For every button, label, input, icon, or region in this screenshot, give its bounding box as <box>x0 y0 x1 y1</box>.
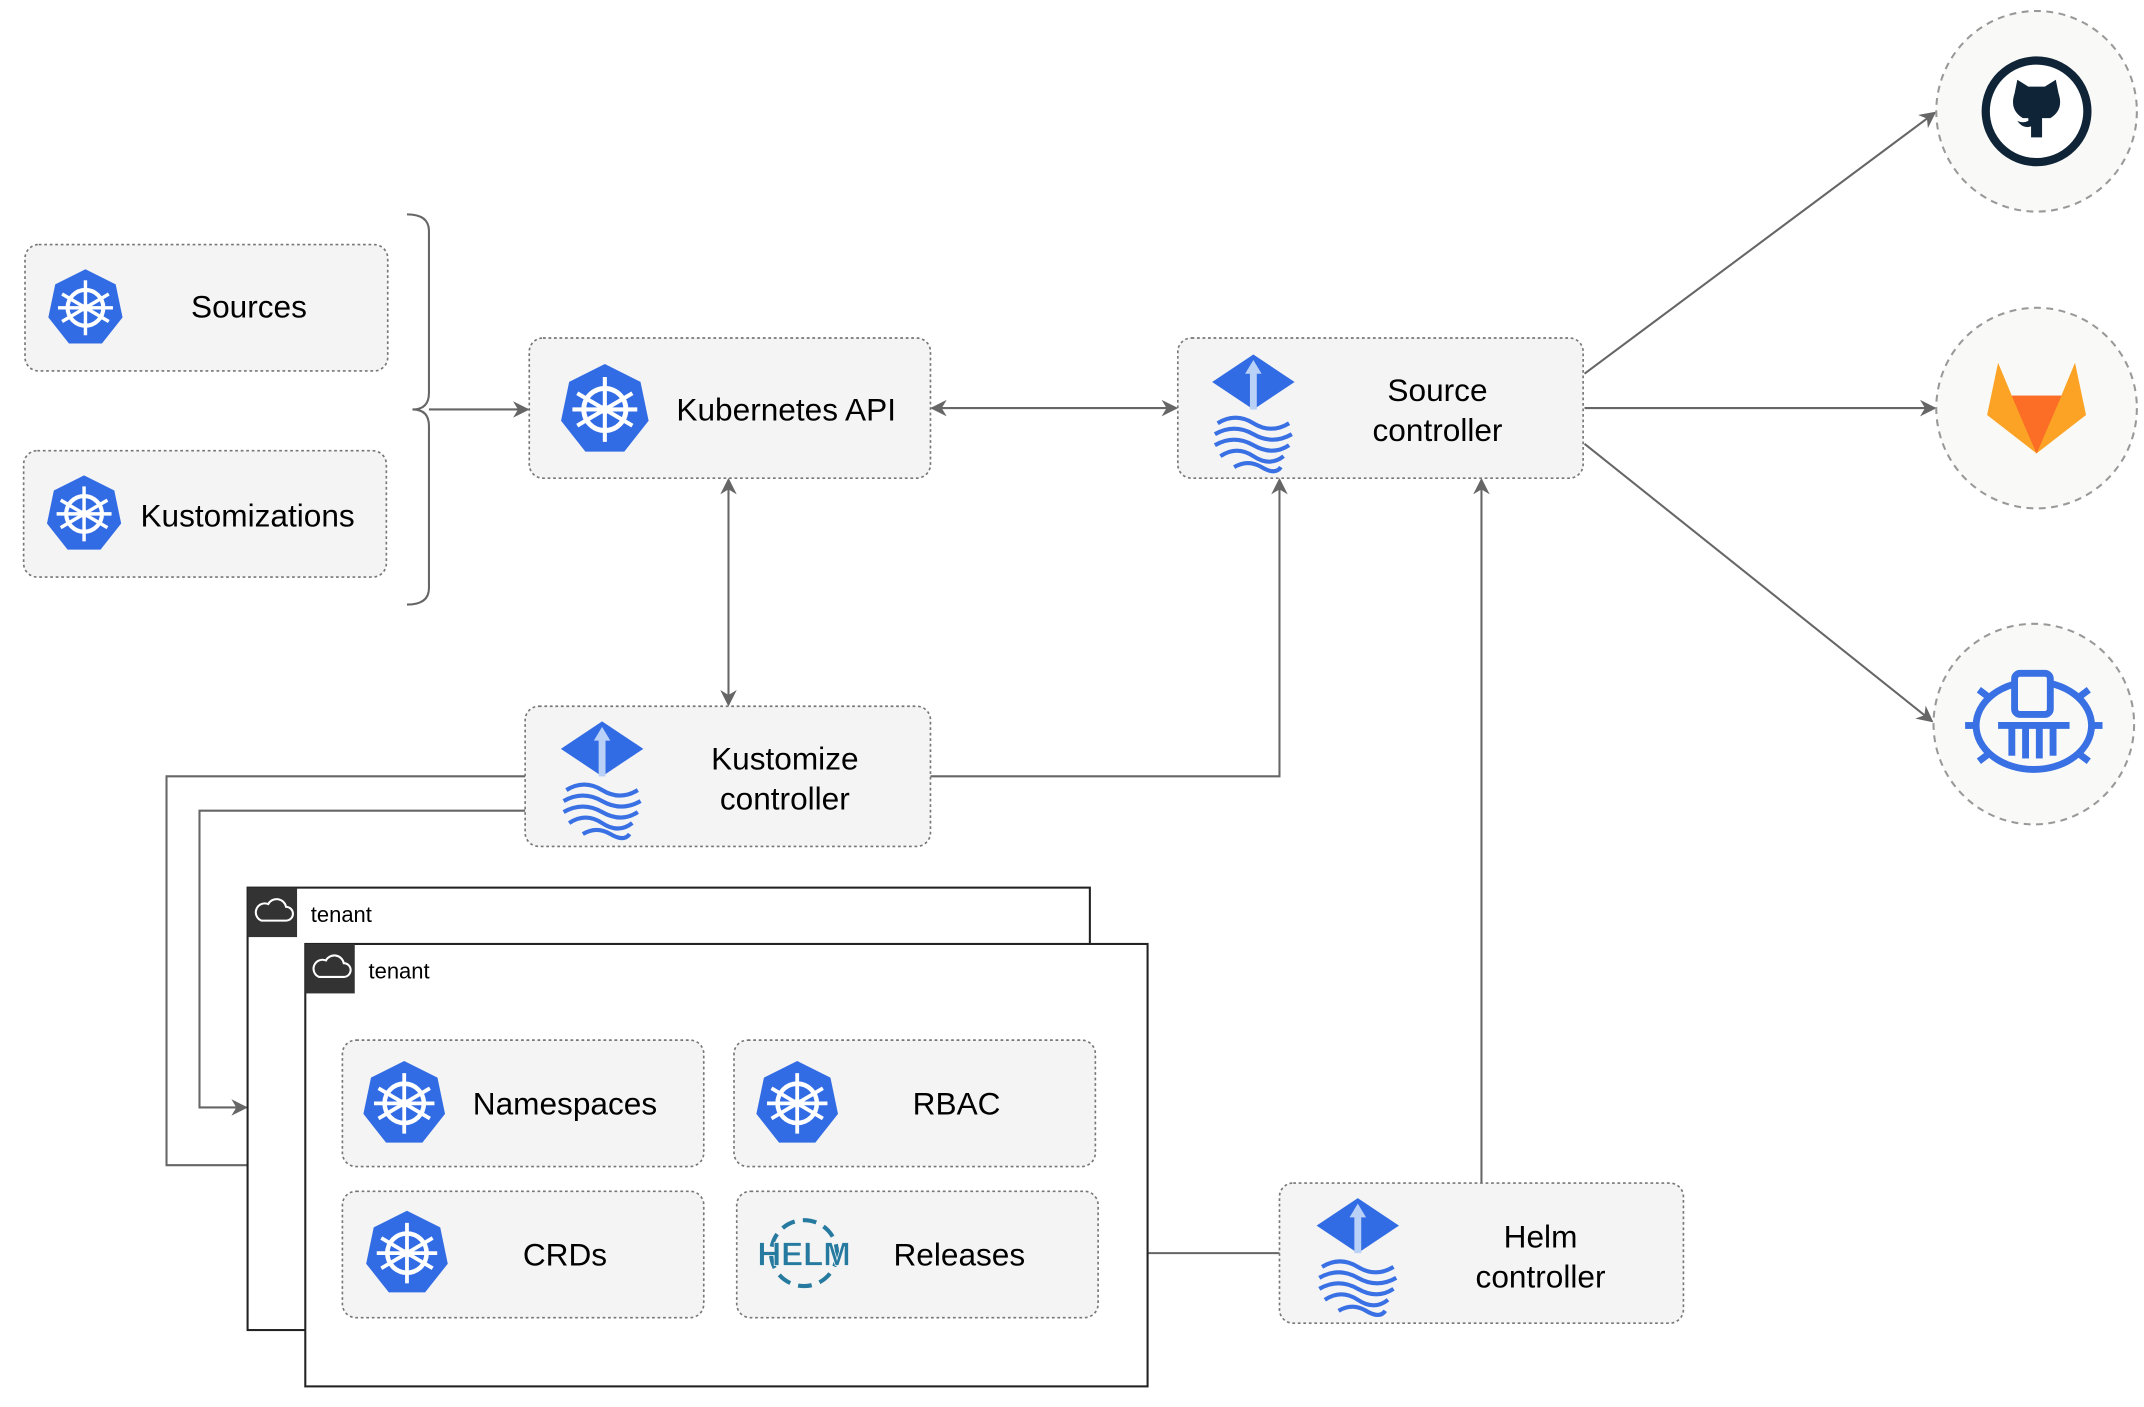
github-icon <box>1981 56 2092 167</box>
namespaces-label: Namespaces <box>473 1085 657 1121</box>
edge-source-to-github <box>1583 111 1937 375</box>
rbac-label: RBAC <box>913 1085 1001 1121</box>
tenant-label: tenant <box>369 958 430 983</box>
helm-controller-label-1: Helm <box>1504 1219 1578 1255</box>
node-releases[interactable]: HELM Releases <box>735 1190 1099 1319</box>
kustomize-controller-label-2: controller <box>720 780 850 816</box>
helm-controller-label-2: controller <box>1476 1258 1606 1294</box>
kustomize-controller-label-1: Kustomize <box>711 740 858 776</box>
gitlab-icon <box>1987 362 2087 454</box>
node-crds[interactable]: CRDs <box>341 1190 705 1319</box>
sources-label: Sources <box>191 288 307 324</box>
node-kustomizations[interactable]: Kustomizations <box>22 449 388 578</box>
node-namespaces[interactable]: Namespaces <box>341 1039 705 1168</box>
cloud-icon <box>254 898 294 922</box>
svg-text:HELM: HELM <box>757 1235 850 1272</box>
brace <box>406 213 430 606</box>
bucket-icon <box>1965 669 2103 773</box>
releases-label: Releases <box>893 1236 1025 1272</box>
external-gitlab[interactable] <box>1935 306 2138 510</box>
external-github[interactable] <box>1935 9 2138 213</box>
kustomizations-label: Kustomizations <box>140 497 354 533</box>
node-helm-controller[interactable]: Helm controller <box>1278 1182 1685 1325</box>
edge-source-to-bucket <box>1583 443 1934 723</box>
source-controller-label-2: controller <box>1373 412 1503 448</box>
crds-label: CRDs <box>523 1236 607 1272</box>
node-source-controller[interactable]: Source controller <box>1176 337 1584 479</box>
node-sources[interactable]: Sources <box>24 243 389 372</box>
node-kubernetes-api[interactable]: Kubernetes API <box>528 337 932 479</box>
external-bucket[interactable] <box>1932 622 2136 826</box>
tenant-label: tenant <box>311 902 372 927</box>
tenant-front[interactable]: tenant Namespaces RBAC CRDs HELM Release… <box>304 942 1149 1388</box>
edges <box>165 111 1937 1262</box>
edge-kustomize-to-tenant-front <box>165 775 526 1174</box>
node-kustomize-controller[interactable]: Kustomize controller <box>524 705 932 848</box>
kubernetes-api-label: Kubernetes API <box>676 391 896 427</box>
source-controller-label-1: Source <box>1387 372 1487 408</box>
helm-icon: HELM <box>757 1218 851 1289</box>
edge-kustomize-to-tenant-back <box>198 809 526 1116</box>
edge-kustomize-to-source <box>930 477 1288 778</box>
cloud-icon <box>312 954 352 978</box>
node-rbac[interactable]: RBAC <box>733 1039 1097 1168</box>
